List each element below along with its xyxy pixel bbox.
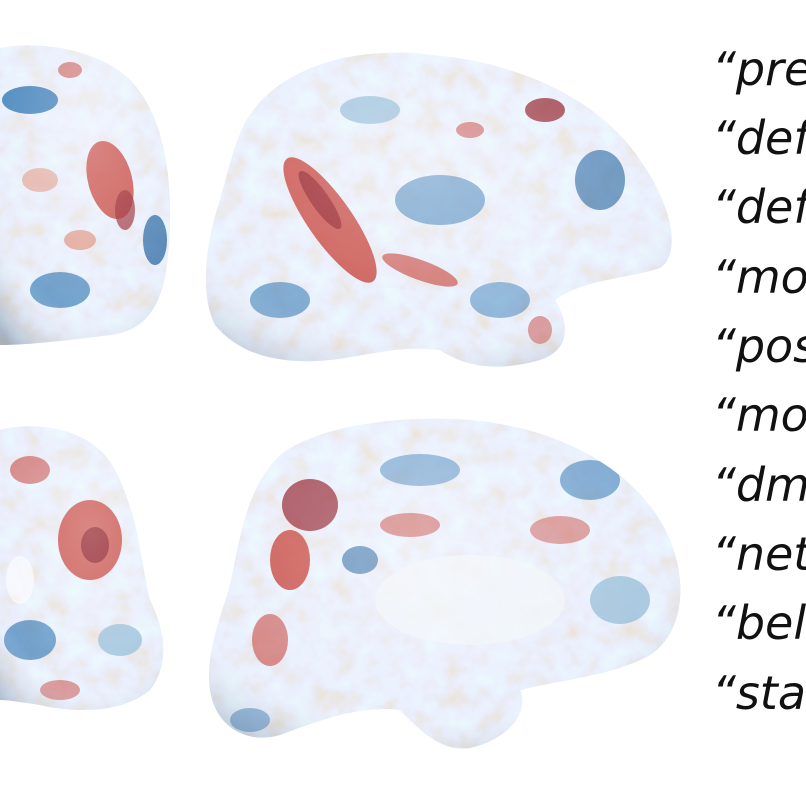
term-label: “defa <box>712 180 806 234</box>
brain-right-medial <box>209 418 681 749</box>
term-label: “defa <box>712 111 806 165</box>
term-label: “stat <box>712 666 806 720</box>
term-label: “netv <box>712 527 806 581</box>
brain-surface-figure <box>0 45 681 749</box>
term-label: “moc <box>712 250 806 304</box>
brain-right-lateral <box>205 52 672 367</box>
term-label: “prec <box>712 42 806 96</box>
brain-left-lateral <box>0 45 171 345</box>
term-label: “pos <box>712 319 806 373</box>
brain-left-medial <box>0 426 164 710</box>
term-label: “moc <box>712 388 806 442</box>
term-label: “beli <box>712 596 806 650</box>
term-label: “dmi <box>712 458 806 512</box>
